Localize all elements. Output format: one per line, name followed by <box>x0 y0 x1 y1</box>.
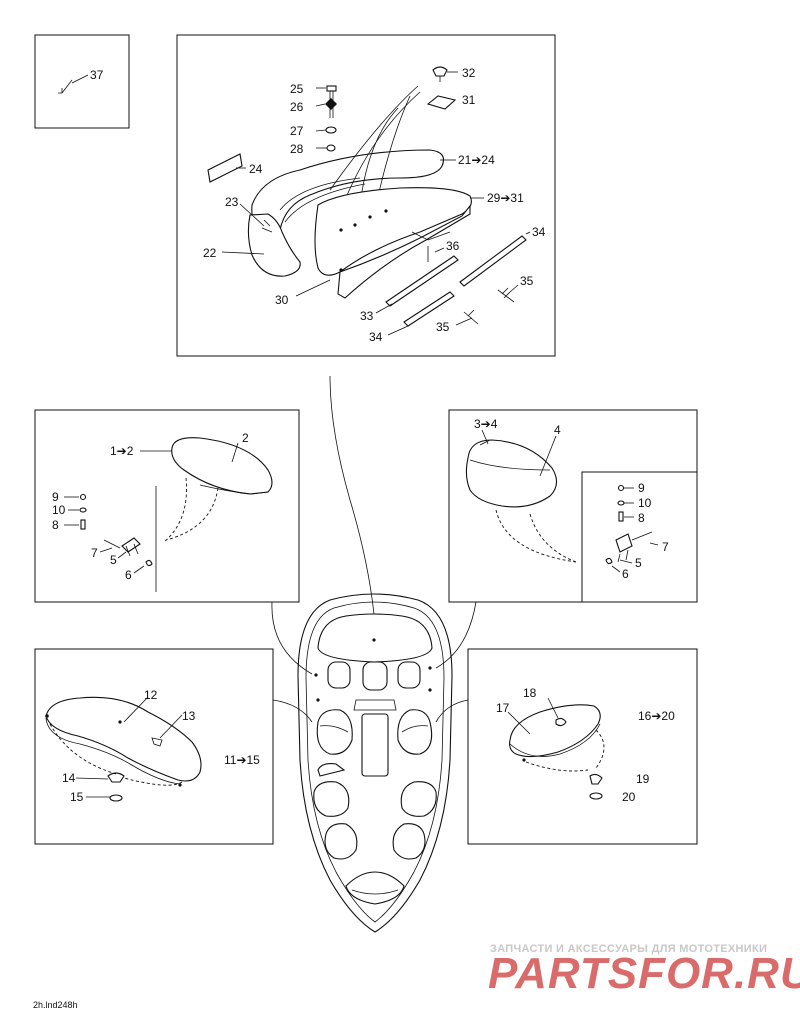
watermark-logo: PARTSFOR.RU <box>488 949 800 998</box>
drawing-code: 2h.lnd248h <box>33 1000 78 1010</box>
callout-23: 23 <box>225 195 239 209</box>
callout-6-left: 6 <box>125 568 132 582</box>
callout-31: 31 <box>462 93 476 107</box>
callout-18: 18 <box>523 686 537 700</box>
callout-14: 14 <box>62 771 76 785</box>
watermark-tagline: ЗАПЧАСТИ И АКСЕССУАРЫ ДЛЯ МОТОТЕХНИКИ <box>490 943 768 955</box>
leader-lines-main <box>221 71 531 336</box>
callout-34-upper: 34 <box>532 225 546 239</box>
callout-2: 2 <box>242 431 249 445</box>
callout-22: 22 <box>203 246 217 260</box>
callout-25: 25 <box>290 82 304 96</box>
inset-box-seat-assembly <box>176 34 556 357</box>
callout-27: 27 <box>290 124 304 138</box>
callout-35-upper: 35 <box>520 274 534 288</box>
callout-10-left: 10 <box>52 503 66 517</box>
callout-5-left: 5 <box>110 553 117 567</box>
connection-lines <box>271 375 477 723</box>
callout-24: 24 <box>249 162 263 176</box>
callout-9-right: 9 <box>638 481 645 495</box>
callout-15: 15 <box>70 790 84 804</box>
callout-36: 36 <box>446 239 460 253</box>
callout-3-4: 3➔4 <box>474 417 498 431</box>
callout-30: 30 <box>275 293 289 307</box>
callout-37: 37 <box>90 68 104 82</box>
callout-17: 17 <box>496 701 510 715</box>
callout-34-lower: 34 <box>369 330 383 344</box>
inset-box-rear-cushion <box>467 648 698 845</box>
callout-8-left: 8 <box>52 518 59 532</box>
rear-cushion-drawing <box>507 697 605 800</box>
inset-box-hardware <box>34 34 130 129</box>
callout-16-20: 16➔20 <box>638 709 675 723</box>
front-cushion-drawing <box>45 696 202 802</box>
callout-21-24: 21➔24 <box>458 153 495 167</box>
callout-11-15: 11➔15 <box>224 753 260 767</box>
callout-32: 32 <box>462 66 476 80</box>
seat-assembly-drawing <box>207 66 527 327</box>
callout-labels: 37 25 26 27 28 32 31 24 21➔24 23 29➔31 2… <box>52 66 675 804</box>
left-cushion-drawing <box>64 437 273 592</box>
right-cushion-drawing <box>465 429 659 573</box>
callout-8-right: 8 <box>638 511 645 525</box>
callout-35-lower: 35 <box>436 320 450 334</box>
callout-10-right: 10 <box>638 496 652 510</box>
inset-box-front-cushion <box>34 648 274 845</box>
hook-part <box>58 74 89 94</box>
boat-hull-top-view <box>297 593 453 933</box>
callout-20: 20 <box>622 790 636 804</box>
callout-28: 28 <box>290 142 304 156</box>
callout-7-left: 7 <box>91 546 98 560</box>
callout-26: 26 <box>290 100 304 114</box>
callout-6-right: 6 <box>622 567 629 581</box>
callout-12: 12 <box>144 688 158 702</box>
callout-1-2: 1➔2 <box>110 444 134 458</box>
callout-29-31: 29➔31 <box>487 191 524 205</box>
callout-7-right: 7 <box>662 540 669 554</box>
callout-13: 13 <box>182 709 196 723</box>
inset-box-fasteners-right <box>581 471 698 603</box>
callout-4: 4 <box>554 423 561 437</box>
inset-box-left-cushion <box>34 409 300 603</box>
callout-9-left: 9 <box>52 490 59 504</box>
callout-5-right: 5 <box>635 556 642 570</box>
callout-19: 19 <box>636 772 650 786</box>
callout-33: 33 <box>360 309 374 323</box>
